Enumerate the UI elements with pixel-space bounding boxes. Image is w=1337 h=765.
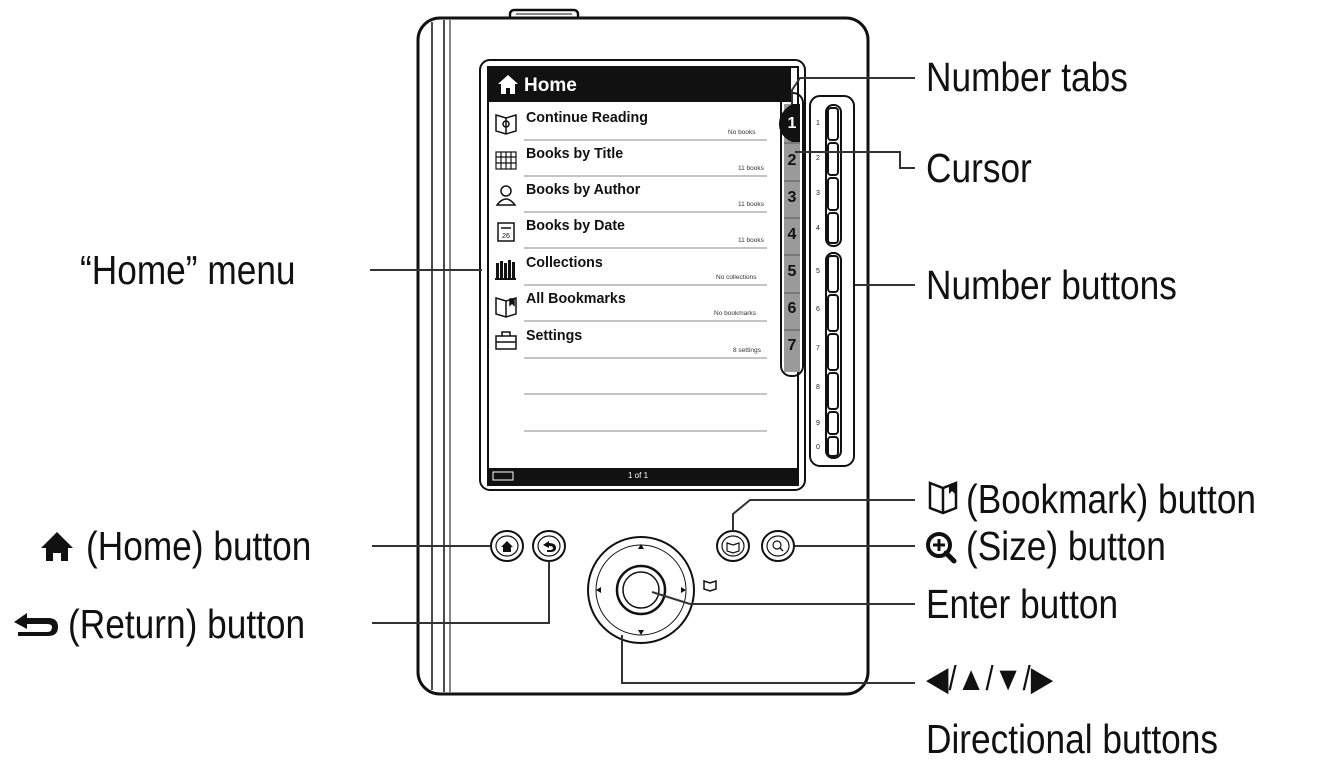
number-tab-7[interactable]: 7 [787,337,797,354]
menu-item-books-by-date[interactable]: Books by Date [526,217,625,234]
left-arrow-icon [596,587,601,593]
menu-item-settings[interactable]: Settings [526,327,583,344]
number-button-label-4: 4 [816,225,820,232]
callout-directional-symbols: ◀/▲/▼/▶ [926,660,1054,698]
number-tab-5[interactable]: 5 [787,263,797,280]
number-button-label-9: 9 [816,420,820,427]
return-button-icon [543,541,556,552]
callout-number-tabs: Number tabs [926,54,1128,100]
number-button-label-1: 1 [816,120,820,127]
cursor-icon [779,104,800,142]
number-button-8[interactable] [827,372,839,410]
screen [479,59,806,491]
number-tab-4[interactable]: 4 [787,226,797,243]
callout-home-button: (Home) button [86,523,312,569]
number-button-4[interactable] [827,212,839,244]
number-button-5[interactable] [827,255,839,293]
number-button-label-7: 7 [816,345,820,352]
callout-enter-button: Enter button [926,581,1119,627]
bookmark-callout-icon [928,481,958,515]
number-button-0[interactable] [827,436,839,457]
size-button-icon [772,540,782,550]
open-book-icon [495,113,517,135]
number-button-label-6: 6 [816,306,820,313]
menu-sub-books-by-date: 11 books [738,237,764,244]
callout-number-buttons: Number buttons [926,262,1177,308]
number-button-1[interactable] [827,107,839,141]
menu-item-collections[interactable]: Collections [526,254,603,271]
menu-sub-continue-reading: No books [728,129,756,136]
number-button-6[interactable] [827,294,839,332]
dpad-bookmark-icon [703,579,717,592]
callout-bookmark-button: (Bookmark) button [966,476,1257,522]
number-tab-6[interactable]: 6 [787,300,797,317]
bookmark-button-icon [726,542,740,554]
return-button[interactable] [532,530,566,562]
page-indicator: 1 of 1 [628,471,649,480]
screen-title: Home [524,75,577,96]
callout-home-menu: “Home” menu [80,247,296,293]
menu-item-books-by-author[interactable]: Books by Author [526,181,641,198]
number-button-label-8: 8 [816,384,820,391]
menu-sub-settings: 8 settings [733,347,761,354]
number-button-3[interactable] [827,177,839,211]
number-button-9[interactable] [827,411,839,435]
menu-sub-books-by-author: 11 books [738,201,764,208]
calendar-icon: 26 [497,222,515,242]
home-icon [498,75,518,94]
number-button-label-2: 2 [816,155,820,162]
person-icon [495,185,517,206]
size-button[interactable] [761,530,795,562]
right-arrow-icon [681,587,686,593]
callout-directional-buttons: Directional buttons [926,716,1219,762]
return-callout-icon [14,613,58,636]
number-button-2[interactable] [827,142,839,176]
toolbox-icon [495,331,517,350]
enter-button[interactable] [615,564,667,616]
number-tab-3[interactable]: 3 [787,189,797,206]
callout-size-button: (Size) button [966,523,1166,569]
menu-sub-all-bookmarks: No bookmarks [714,310,756,317]
menu-item-books-by-title[interactable]: Books by Title [526,145,624,162]
bookmark-button[interactable] [716,530,750,562]
menu-item-all-bookmarks[interactable]: All Bookmarks [526,290,626,307]
number-button-label-5: 5 [816,268,820,275]
home-callout-icon [41,532,73,561]
home-button-icon [501,541,513,552]
number-button-label-3: 3 [816,190,820,197]
menu-sub-books-by-title: 11 books [738,165,764,172]
down-arrow-icon [638,630,644,635]
leader-lines [370,77,915,684]
number-tab-2[interactable]: 2 [787,152,797,169]
grid-icon [495,151,517,170]
menu-sub-collections: No collections [716,274,757,281]
size-callout-icon [926,532,957,564]
shelf-icon [495,260,516,280]
bookmark-book-icon [495,296,517,318]
callout-return-button: (Return) button [68,601,306,647]
number-button-label-0: 0 [816,444,820,451]
number-tab-1[interactable]: 1 [787,115,797,132]
number-button-7[interactable] [827,333,839,371]
svg-text:26: 26 [502,233,510,240]
home-button[interactable] [490,530,524,562]
menu-item-continue-reading[interactable]: Continue Reading [526,109,648,126]
callout-cursor: Cursor [926,145,1032,191]
up-arrow-icon [638,544,644,549]
number-buttons-strip [809,95,855,467]
